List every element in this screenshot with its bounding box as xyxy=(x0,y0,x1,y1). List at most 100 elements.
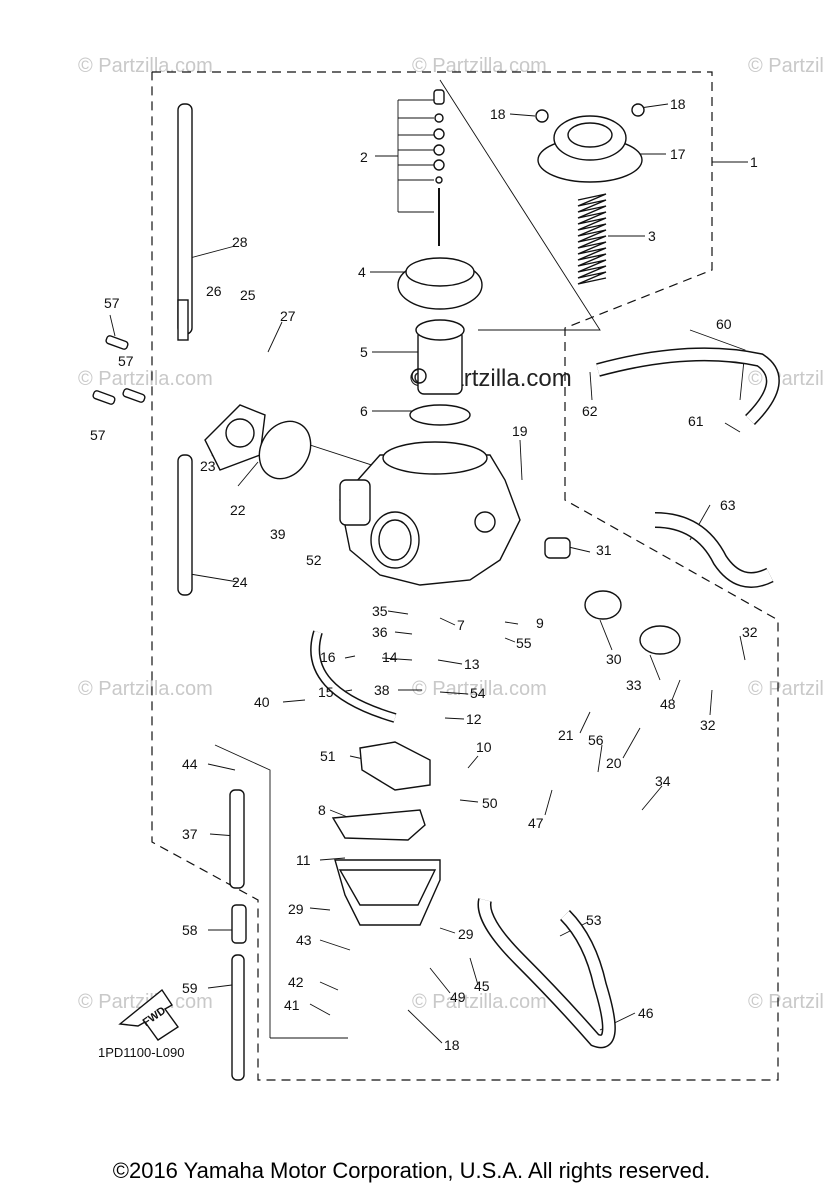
watermark: © Partzilla.com xyxy=(78,368,213,390)
callout-21: 21 xyxy=(558,727,574,743)
callout-42: 42 xyxy=(288,974,304,990)
carburetor-parts: FWD xyxy=(92,89,780,1081)
callout-57: 57 xyxy=(104,295,120,311)
hose xyxy=(231,954,245,1081)
callout-51: 51 xyxy=(320,748,336,764)
callout-63: 63 xyxy=(720,497,736,513)
callout-55: 55 xyxy=(516,635,532,651)
callout-8: 8 xyxy=(318,802,326,818)
callout-50: 50 xyxy=(482,795,498,811)
callout-56: 56 xyxy=(588,732,604,748)
callout-62: 62 xyxy=(582,403,598,419)
float-bowl xyxy=(334,859,441,926)
cap xyxy=(544,537,571,559)
callout-9: 9 xyxy=(536,615,544,631)
screw xyxy=(105,335,129,350)
callout-11: 11 xyxy=(296,852,311,868)
watermark: © Partzilla.com xyxy=(748,368,823,390)
callout-49: 49 xyxy=(450,989,466,1005)
callout-57c: 57 xyxy=(90,427,106,443)
callout-33: 33 xyxy=(626,677,642,693)
callout-15: 15 xyxy=(318,684,334,700)
callout-28: 28 xyxy=(232,234,248,250)
callout-13: 13 xyxy=(464,656,480,672)
callout-40: 40 xyxy=(254,694,270,710)
carburetor-body xyxy=(339,441,521,586)
callout-27: 27 xyxy=(280,308,296,324)
callout-32: 32 xyxy=(742,624,758,640)
callout-46: 46 xyxy=(638,1005,654,1021)
callout-57b: 57 xyxy=(118,353,134,369)
callouts: 1 2 3 4 5 6 7 8 9 10 11 12 13 14 15 16 1… xyxy=(90,96,758,1053)
callout-45: 45 xyxy=(474,978,490,994)
callout-58: 58 xyxy=(182,922,198,938)
callout-17: 17 xyxy=(670,146,686,162)
bowl-gasket xyxy=(331,809,426,841)
diagram-code: 1PD1100-L090 xyxy=(98,1045,185,1060)
bracket-1 xyxy=(439,79,601,331)
callout-18b: 18 xyxy=(670,96,686,112)
callout-54: 54 xyxy=(470,685,486,701)
gasket-ring xyxy=(258,420,312,480)
top-cover xyxy=(535,103,645,183)
callout-52: 52 xyxy=(306,552,322,568)
callout-6: 6 xyxy=(360,403,368,419)
watermark: © Partzilla.com xyxy=(412,55,547,77)
screw xyxy=(122,388,146,403)
diaphragm xyxy=(397,257,483,310)
callout-26: 26 xyxy=(206,283,222,299)
callout-34: 34 xyxy=(655,773,671,789)
callout-48: 48 xyxy=(660,696,676,712)
watermark: © Partzilla.com xyxy=(748,55,823,77)
callout-39: 39 xyxy=(270,526,286,542)
float xyxy=(359,741,431,791)
watermark: © Partzilla.com xyxy=(748,678,823,700)
callout-43: 43 xyxy=(296,932,312,948)
assembly-boundary xyxy=(151,71,779,1081)
callout-1: 1 xyxy=(750,154,758,170)
callout-22: 22 xyxy=(230,502,246,518)
cover-plate xyxy=(584,590,622,620)
callout-61: 61 xyxy=(688,413,704,429)
callout-36: 36 xyxy=(372,624,388,640)
watermark: © Partzilla.com xyxy=(412,678,547,700)
callout-38: 38 xyxy=(374,682,390,698)
callout-30: 30 xyxy=(606,651,622,667)
callout-10: 10 xyxy=(476,739,492,755)
callout-7: 7 xyxy=(457,617,465,633)
callout-59: 59 xyxy=(182,980,198,996)
callout-2: 2 xyxy=(360,149,368,165)
callout-18: 18 xyxy=(490,106,506,122)
vent-tube xyxy=(177,103,193,596)
callout-29: 29 xyxy=(288,901,304,917)
callout-4: 4 xyxy=(358,264,366,280)
spring xyxy=(577,193,607,285)
callout-25: 25 xyxy=(240,287,256,303)
callout-16: 16 xyxy=(320,649,336,665)
watermark: © Partzilla.com xyxy=(78,991,213,1013)
callout-18c: 18 xyxy=(444,1037,460,1053)
watermark: © Partzilla.com xyxy=(78,55,213,77)
callout-37: 37 xyxy=(182,826,198,842)
callout-47: 47 xyxy=(528,815,544,831)
callout-53: 53 xyxy=(586,912,602,928)
boundary-line xyxy=(151,71,779,1081)
watermark: © Partzilla.com xyxy=(412,991,547,1013)
callout-41: 41 xyxy=(284,997,300,1013)
callout-12: 12 xyxy=(466,711,482,727)
callout-14: 14 xyxy=(382,649,398,665)
callout-24: 24 xyxy=(232,574,248,590)
housing xyxy=(639,625,681,655)
o-ring xyxy=(409,404,471,426)
watermarks: © Partzilla.com © Partzilla.com © Partzi… xyxy=(78,55,823,1013)
callout-5: 5 xyxy=(360,344,368,360)
callout-32b: 32 xyxy=(700,717,716,733)
callout-35: 35 xyxy=(372,603,388,619)
watermark: © Partzilla.com xyxy=(748,991,823,1013)
callout-20: 20 xyxy=(606,755,622,771)
copyright-notice: ©2016 Yamaha Motor Corporation, U.S.A. A… xyxy=(112,1158,711,1183)
callout-29b: 29 xyxy=(458,926,474,942)
needle-assembly xyxy=(433,89,445,246)
callout-31: 31 xyxy=(596,542,612,558)
